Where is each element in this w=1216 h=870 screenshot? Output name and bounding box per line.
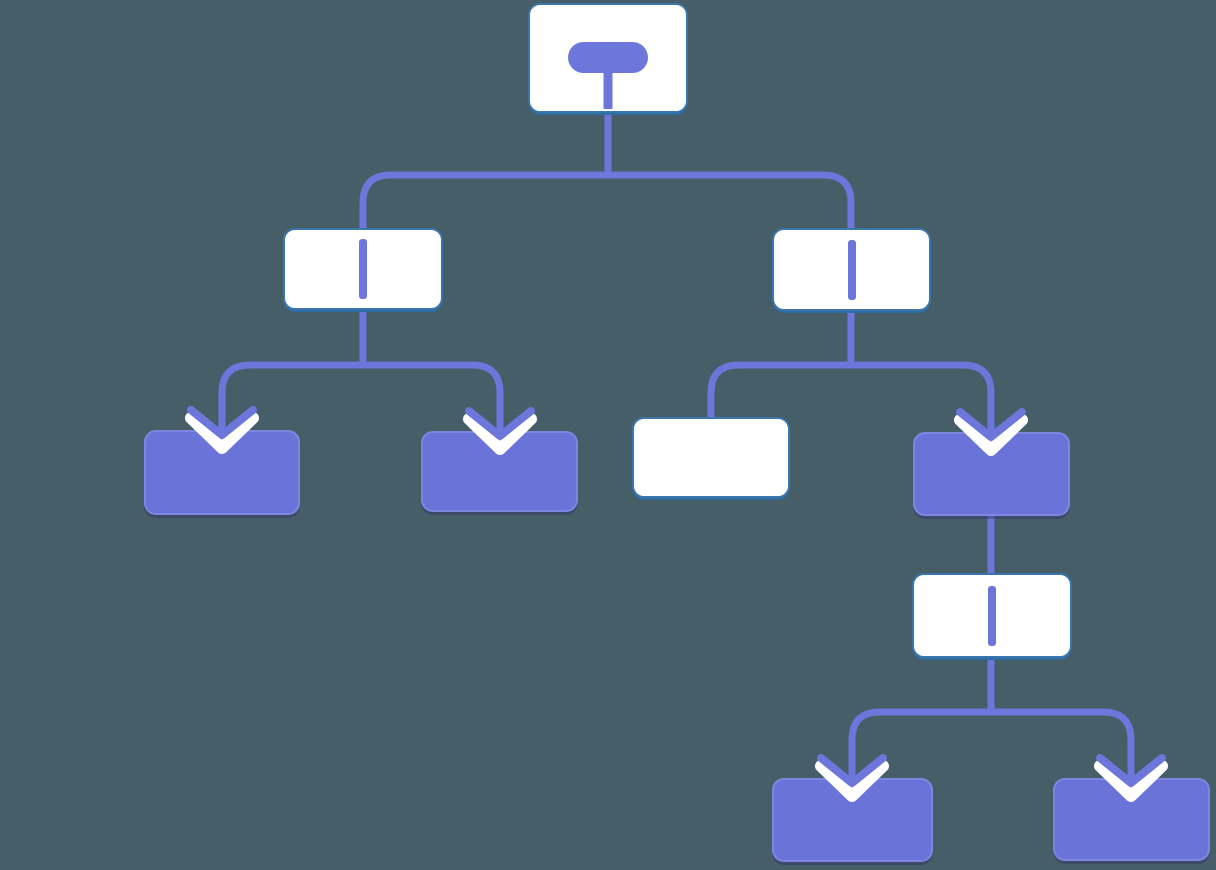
root-node[interactable] xyxy=(528,3,688,113)
leaf-node-5[interactable] xyxy=(772,778,933,862)
leaf-node-1[interactable] xyxy=(144,430,300,515)
divider-line-icon xyxy=(988,585,996,646)
connector-edge xyxy=(848,708,1135,784)
leaf-node-2[interactable] xyxy=(421,431,578,512)
connector-edge xyxy=(218,361,504,437)
branch-node-bottom[interactable] xyxy=(912,573,1072,658)
connector-edge xyxy=(359,171,855,230)
branch-node-left[interactable] xyxy=(283,228,443,310)
leaf-node-6[interactable] xyxy=(1053,778,1210,861)
pill-icon xyxy=(568,42,648,73)
branch-node-right[interactable] xyxy=(772,228,931,311)
leaf-node-4[interactable] xyxy=(913,432,1070,516)
leaf-node-3[interactable] xyxy=(632,417,790,498)
divider-line-icon xyxy=(847,239,856,300)
divider-line-icon xyxy=(359,239,367,299)
pill-stem-icon xyxy=(603,67,613,109)
